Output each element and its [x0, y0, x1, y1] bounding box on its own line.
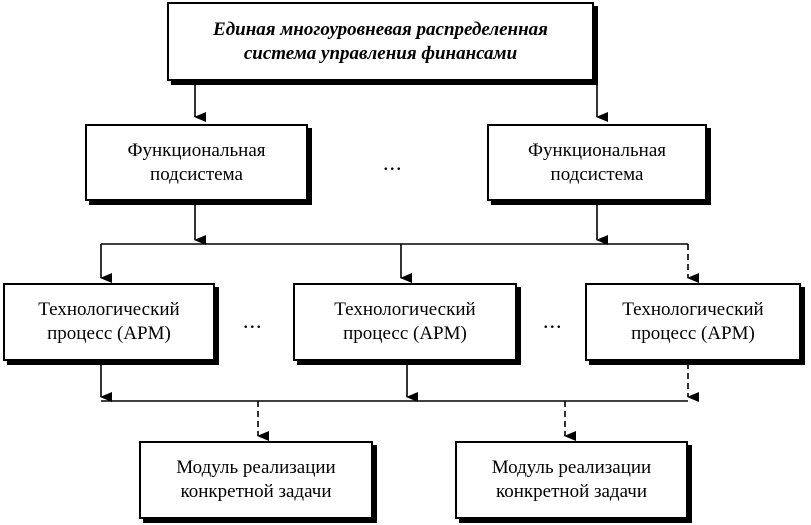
subsystem-2-line1: Функциональная [527, 139, 666, 161]
process-1-line1: Технологический [38, 299, 180, 321]
process-2-line1: Технологический [334, 299, 476, 321]
subsystem-2-line2: подсистема [550, 163, 644, 185]
root-title-line2: система управления финансами [243, 42, 518, 64]
functional-subsystem-box-1: Функциональная подсистема [85, 124, 308, 201]
process-3-line1: Технологический [622, 299, 764, 321]
root-title-line1: Единая многоуровневая распределенная [213, 18, 548, 40]
tech-process-box-1: Технологический процесс (АРМ) [3, 283, 215, 361]
process-ellipsis-2: ... [543, 308, 563, 333]
functional-subsystem-box-2: Функциональная подсистема [487, 124, 707, 201]
module-1-line1: Модуль реализации [176, 457, 336, 479]
module-2-line1: Модуль реализации [491, 457, 652, 479]
process-ellipsis-1: ... [243, 308, 263, 333]
task-module-box-1: Модуль реализации конкретной задачи [139, 441, 373, 519]
process-3-line2: процесс (АРМ) [631, 323, 755, 344]
subsystem-1-line1: Функциональная [127, 139, 266, 161]
module-2-line2: конкретной задачи [496, 481, 647, 502]
tech-process-box-3: Технологический процесс (АРМ) [585, 283, 801, 361]
tech-process-box-2: Технологический процесс (АРМ) [293, 283, 517, 361]
subsystem-ellipsis: ... [383, 150, 403, 175]
root-system-box: Единая многоуровневая распределенная сис… [167, 2, 594, 81]
module-1-line2: конкретной задачи [180, 481, 332, 502]
subsystem-1-line2: подсистема [150, 163, 243, 185]
process-2-line2: процесс (АРМ) [343, 323, 467, 344]
task-module-box-2: Модуль реализации конкретной задачи [455, 441, 688, 519]
process-1-line2: процесс (АРМ) [47, 323, 171, 344]
